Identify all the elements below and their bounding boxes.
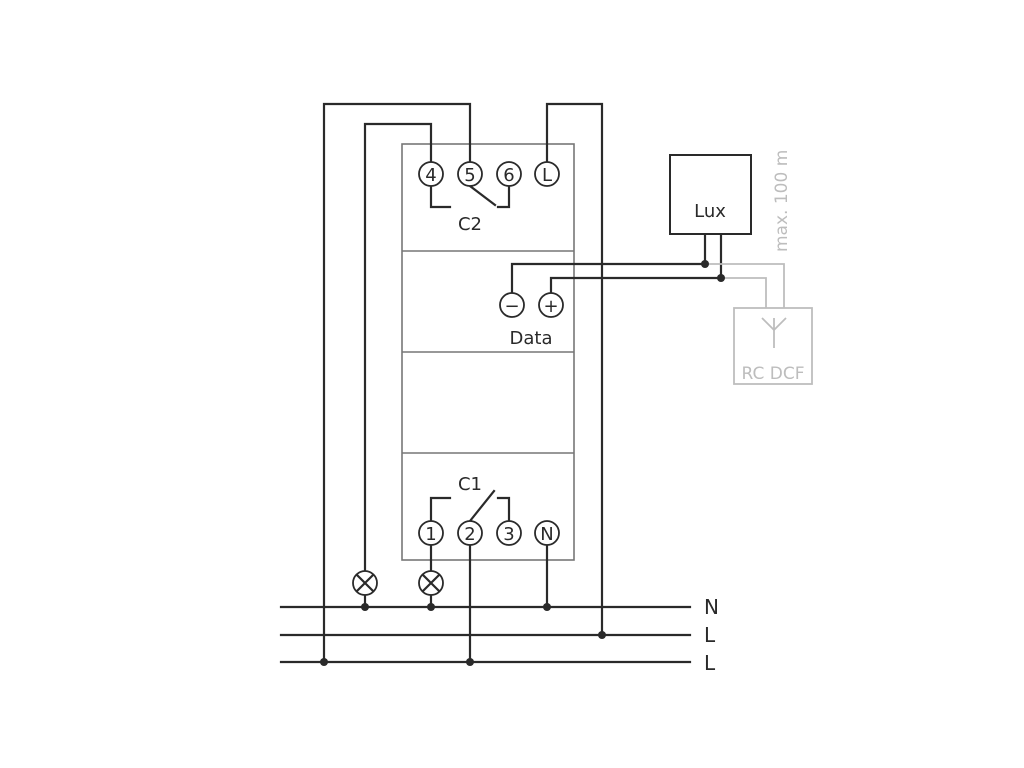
terminals-top: 4 5 6 L C2 — [418, 161, 560, 235]
terminal-l-label: L — [542, 165, 552, 186]
contact-c1-blade — [468, 489, 496, 523]
rc-dcf-box — [733, 307, 813, 385]
distance-label: max. 100 m — [772, 150, 792, 252]
antenna-icon — [761, 317, 787, 348]
terminal-n-label: N — [540, 524, 553, 545]
terminal-4 — [418, 161, 444, 187]
lamp-b-icon — [418, 570, 444, 596]
junction-dot — [427, 603, 435, 611]
contact-c2-left — [429, 184, 452, 209]
terminal-2 — [457, 520, 483, 546]
terminal-3-label: 3 — [503, 524, 514, 545]
terminal-plus — [538, 292, 564, 318]
contact-c2-blade — [468, 184, 497, 207]
junction-dot — [466, 658, 474, 666]
wire-data-minus — [510, 232, 707, 296]
terminal-1 — [418, 520, 444, 546]
terminal-5-label: 5 — [464, 165, 475, 186]
terminal-3 — [496, 520, 522, 546]
terminal-n — [534, 520, 560, 546]
bus-label-l1: L — [704, 623, 716, 647]
rc-dcf-group: RC DCF max. 100 m — [705, 150, 813, 385]
wire-rc-dcf-1 — [705, 263, 785, 308]
junction-dot — [717, 274, 725, 282]
wire-data-plus — [549, 232, 723, 296]
terminal-2-label: 2 — [464, 524, 475, 545]
terminal-plus-label: + — [543, 296, 558, 317]
lux-sensor: Lux — [669, 154, 752, 235]
junction-dot — [320, 658, 328, 666]
terminal-minus — [499, 292, 525, 318]
contact-c1-label: C1 — [458, 474, 482, 495]
contact-c2-label: C2 — [458, 214, 482, 235]
bus-label-n: N — [704, 595, 719, 619]
wire-terminal-4-to-lamp — [363, 122, 433, 573]
terminal-minus-label: − — [504, 296, 519, 317]
wire-l-to-terminal-5 — [322, 102, 472, 664]
wire-terminal-l-to-bus — [545, 102, 604, 637]
rc-dcf-label: RC DCF — [742, 364, 805, 384]
junction-dot — [598, 631, 606, 639]
junction-dot — [361, 603, 369, 611]
device-housing — [401, 143, 575, 561]
terminal-1-label: 1 — [425, 524, 436, 545]
terminal-5 — [457, 161, 483, 187]
bus-label-l2: L — [704, 651, 716, 675]
junction-dots — [320, 260, 725, 666]
contact-c1-right — [496, 496, 511, 523]
terminal-4-label: 4 — [425, 165, 436, 186]
terminal-6 — [496, 161, 522, 187]
terminals-bottom: C1 1 2 3 N — [418, 474, 560, 546]
terminals-data: − + Data — [499, 292, 564, 349]
wires — [322, 102, 723, 664]
wire-rc-dcf-2 — [721, 277, 767, 308]
contact-c2-right — [496, 184, 511, 209]
junction-dot — [701, 260, 709, 268]
contact-c1-left — [429, 496, 452, 523]
lux-label: Lux — [694, 201, 726, 222]
terminal-6-label: 6 — [503, 165, 514, 186]
lux-box — [669, 154, 752, 235]
junction-dot — [543, 603, 551, 611]
bus-lines: N L L — [279, 595, 719, 675]
lamp-a-icon — [352, 570, 378, 596]
terminal-l — [534, 161, 560, 187]
data-label: Data — [510, 328, 553, 349]
